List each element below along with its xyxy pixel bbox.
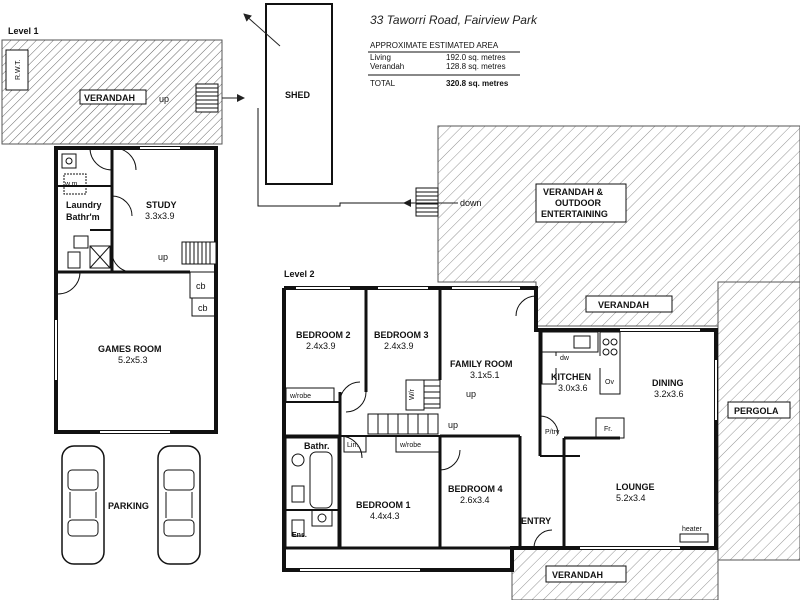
bathtub-icon [309,451,333,509]
laundry-label: Laundry [66,200,102,210]
level2-up2: up [448,420,458,430]
level2-inner-stairs [367,379,441,435]
level2-title: Level 2 [284,269,315,279]
wm-label: w.m. [64,181,79,188]
toilet-icon [291,519,305,537]
linen-label: Lin. [347,442,358,449]
sink-icon [573,335,591,349]
verandah-top-label: VERANDAH [598,300,649,310]
level1-verandah-label: VERANDAH [84,93,135,103]
level1-up-top: up [159,94,169,104]
level1-mid-stairs [181,241,217,265]
area-row-verandah-value: 128.8 sq. metres [446,62,506,71]
level1-up-mid: up [158,252,168,262]
dw-label: dw [560,355,570,362]
family-room-dim: 3.1x5.1 [470,370,500,380]
bedroom4-dim: 2.6x3.4 [460,495,490,505]
shower-icon [89,245,111,269]
level2-up1: up [466,389,476,399]
kitchen-label: KITCHEN [551,372,591,382]
down-label: down [460,198,482,208]
study-dim: 3.3x3.9 [145,211,175,221]
bedroom3-dim: 2.4x3.9 [384,341,414,351]
basin-icon [73,235,89,249]
games-room-label: GAMES ROOM [98,344,162,354]
area-row-living-value: 192.0 sq. metres [446,53,506,62]
bedroom1-label: BEDROOM 1 [356,500,411,510]
rwt-box [5,49,29,91]
kitchen-dim: 3.0x3.6 [558,383,588,393]
outdoor-stairs [415,187,439,217]
games-room-dim: 5.2x5.3 [118,355,148,365]
lounge-dim: 5.2x3.4 [616,493,646,503]
wrobe2-label: w/robe [399,442,421,449]
shed-label: SHED [285,90,311,100]
area-total-label: TOTAL [370,79,396,88]
shower-icon [311,509,333,527]
bedroom4-label: BEDROOM 4 [448,484,503,494]
area-row-verandah-label: Verandah [370,62,404,71]
car-icon [61,445,105,565]
study-label: STUDY [146,200,177,210]
verandah-bottom-label: VERANDAH [552,570,603,580]
lounge-label: LOUNGE [616,482,655,492]
bathrm-label: Bathr'm [66,212,100,222]
level1-walls [54,146,218,434]
toilet-icon [67,251,81,269]
ensuite-label: Ens. [292,532,307,539]
washing-machine-icon [63,173,87,195]
parking-label: PARKING [108,501,149,511]
outdoor-label-3: ENTERTAINING [541,209,608,219]
family-room-label: FAMILY ROOM [450,359,513,369]
tub-icon [61,153,77,169]
bedroom3-label: BEDROOM 3 [374,330,429,340]
shed [265,3,333,185]
pergola-label: PERGOLA [734,406,779,416]
area-total-value: 320.8 sq. metres [446,79,509,88]
toilet-icon [291,485,305,503]
heater-label: heater [682,526,703,533]
fridge-label: Fr. [604,426,612,433]
entry-label: ENTRY [521,516,551,526]
area-row-living-label: Living [370,53,391,62]
bedroom2-label: BEDROOM 2 [296,330,351,340]
bedroom2-dim: 2.4x3.9 [306,341,336,351]
outdoor-label-2: OUTDOOR [555,198,601,208]
cb1-label: cb [196,281,206,291]
pantry-label: P/try [545,429,560,436]
pergola-area [717,281,800,561]
kitchen-bench [541,331,599,353]
area-table-heading: APPROXIMATE ESTIMATED AREA [370,41,499,50]
cb2-label: cb [198,303,208,313]
wrobe1-label: w/robe [289,393,311,400]
car-icon [157,445,201,565]
outdoor-label-1: VERANDAH & [543,187,604,197]
bathroom-label: Bathr. [304,441,330,451]
dining-label: DINING [652,378,684,388]
bedroom1-dim: 4.4x4.3 [370,511,400,521]
address: 33 Taworri Road, Fairview Park [370,13,538,27]
heater-icon [679,533,709,543]
level1-title: Level 1 [8,26,39,36]
level1-top-stairs [195,83,219,113]
basin-icon [291,453,305,467]
ov-label: Ov [605,379,614,386]
wr-label: W/r [409,388,416,400]
rwt-label: R.W.T. [15,59,22,80]
dining-dim: 3.2x3.6 [654,389,684,399]
